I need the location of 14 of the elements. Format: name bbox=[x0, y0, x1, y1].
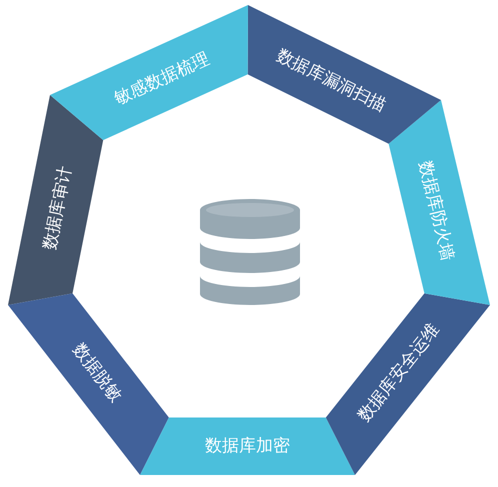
ring-segment bbox=[326, 293, 490, 475]
segment-label: 数据库审计 bbox=[40, 164, 77, 252]
segment-label: 数据库安全运维 bbox=[354, 320, 444, 426]
segment-label: 数据脱敏 bbox=[68, 340, 126, 406]
segment-label: 数据库防火墙 bbox=[414, 158, 458, 262]
segment-label: 数据库加密 bbox=[204, 436, 290, 456]
ring-segment bbox=[8, 293, 169, 475]
ring-segment bbox=[50, 5, 248, 140]
segment-label: 敏感数据梳理 bbox=[112, 48, 213, 109]
ring-segment bbox=[388, 100, 490, 305]
ring-segment bbox=[8, 95, 104, 305]
ring-segment bbox=[248, 5, 441, 144]
ring-segment bbox=[140, 418, 355, 475]
segment-label: 数据库漏洞扫描 bbox=[273, 45, 390, 116]
